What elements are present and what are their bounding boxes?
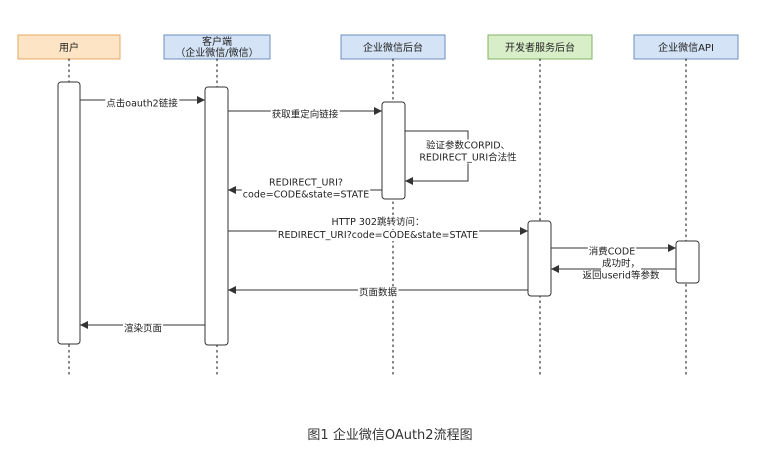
message-label: 获取重定向链接 <box>272 109 339 121</box>
message-5: HTTP 302跳转访问： REDIRECT_URI?code=CODE&stat… <box>228 216 528 241</box>
participant-client: 客户端（企业微信/微信） <box>163 34 271 60</box>
participant-box <box>487 34 593 60</box>
message-2: 获取重定向链接 <box>228 107 382 121</box>
participant-label: 用户 <box>59 41 79 54</box>
activation-wecom-backend <box>381 101 406 200</box>
message-label: code=CODE&state=STATE <box>243 190 369 201</box>
participant-box <box>17 34 121 60</box>
participant-label: 企业微信API <box>658 41 714 54</box>
participant-label: 开发者服务后台 <box>505 41 575 54</box>
activation-client <box>204 86 229 346</box>
message-label-bg <box>600 257 642 270</box>
message-1: 点击oauth2链接 <box>80 96 205 110</box>
message-label-bg <box>122 322 164 335</box>
participant-label: 客户端 <box>202 35 232 48</box>
message-label-bg <box>418 151 519 164</box>
message-label: 点击oauth2链接 <box>106 98 178 110</box>
participant-label: 企业微信后台 <box>363 41 423 54</box>
message-label: HTTP 302跳转访问： <box>332 216 425 228</box>
message-label: REDIRECT_URI?code=CODE&state=STATE <box>278 230 478 241</box>
participant-user: 用户 <box>17 34 121 60</box>
message-label-bg <box>268 177 344 189</box>
participant-sublabel: （企业微信/微信） <box>175 46 258 59</box>
activation-wecom-api <box>675 240 700 284</box>
message-9: 渲染页面 <box>80 321 205 335</box>
figure-caption: 图1 企业微信OAuth2流程图 <box>307 428 473 443</box>
participant-box <box>163 34 271 60</box>
activations <box>57 81 700 346</box>
message-label: REDIRECT_URI? <box>269 178 343 189</box>
message-label: 消费CODE <box>589 246 635 258</box>
message-label-bg <box>587 245 637 258</box>
message-label-bg <box>424 139 512 152</box>
message-label-bg <box>357 286 399 299</box>
message-label: 验证参数CORPID、 <box>426 140 510 152</box>
participant-wecom_api: 企业微信API <box>633 34 739 60</box>
messages: 点击oauth2链接获取重定向链接验证参数CORPID、REDIRECT_URI… <box>80 96 676 335</box>
message-6: 消费CODE <box>551 244 676 258</box>
message-label-bg <box>105 97 180 110</box>
message-label: 返回userid等参数 <box>583 270 660 282</box>
activation-dev-backend <box>527 220 552 297</box>
message-label: 页面数据 <box>359 287 398 299</box>
activation-user <box>57 81 81 345</box>
message-label-bg <box>241 189 371 201</box>
message-label-bg <box>276 230 480 241</box>
message-label-bg <box>581 269 661 282</box>
message-label: 成功时， <box>602 258 640 270</box>
message-label-bg <box>330 216 426 228</box>
message-4: REDIRECT_URI?code=CODE&state=STATE <box>228 177 382 201</box>
message-8: 页面数据 <box>228 286 528 299</box>
message-3: 验证参数CORPID、REDIRECT_URI合法性 <box>405 130 519 185</box>
message-label: REDIRECT_URI合法性 <box>419 152 517 164</box>
participant-dev_backend: 开发者服务后台 <box>487 34 593 60</box>
message-7: 成功时，返回userid等参数 <box>551 257 676 282</box>
participants: 用户 客户端（企业微信/微信） 企业微信后台 开发者服务后台 企业微信API <box>17 34 739 60</box>
participant-wecom_backend: 企业微信后台 <box>340 34 446 60</box>
message-label: 渲染页面 <box>124 323 162 335</box>
message-label-bg <box>270 108 340 121</box>
